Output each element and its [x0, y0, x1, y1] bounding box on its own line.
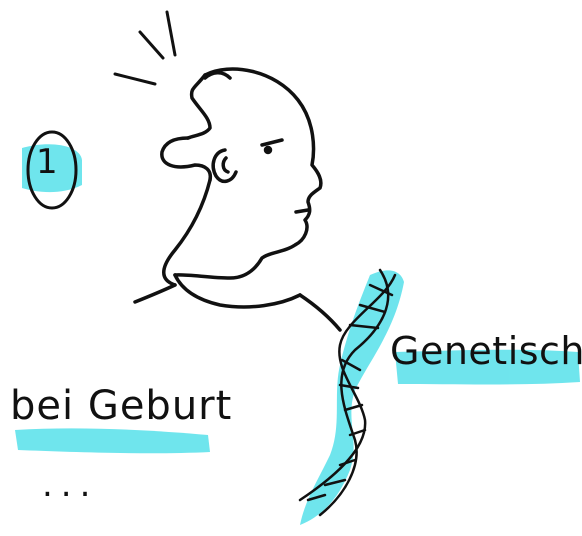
- birth-label: bei Geburt: [10, 383, 232, 429]
- step-number-label: 1: [36, 142, 58, 182]
- idea-spark-icon: [115, 12, 175, 84]
- head-with-puzzle-icon: [135, 69, 340, 330]
- ellipsis-marks: ...: [42, 465, 98, 505]
- genetic-label: Genetisch: [390, 329, 582, 373]
